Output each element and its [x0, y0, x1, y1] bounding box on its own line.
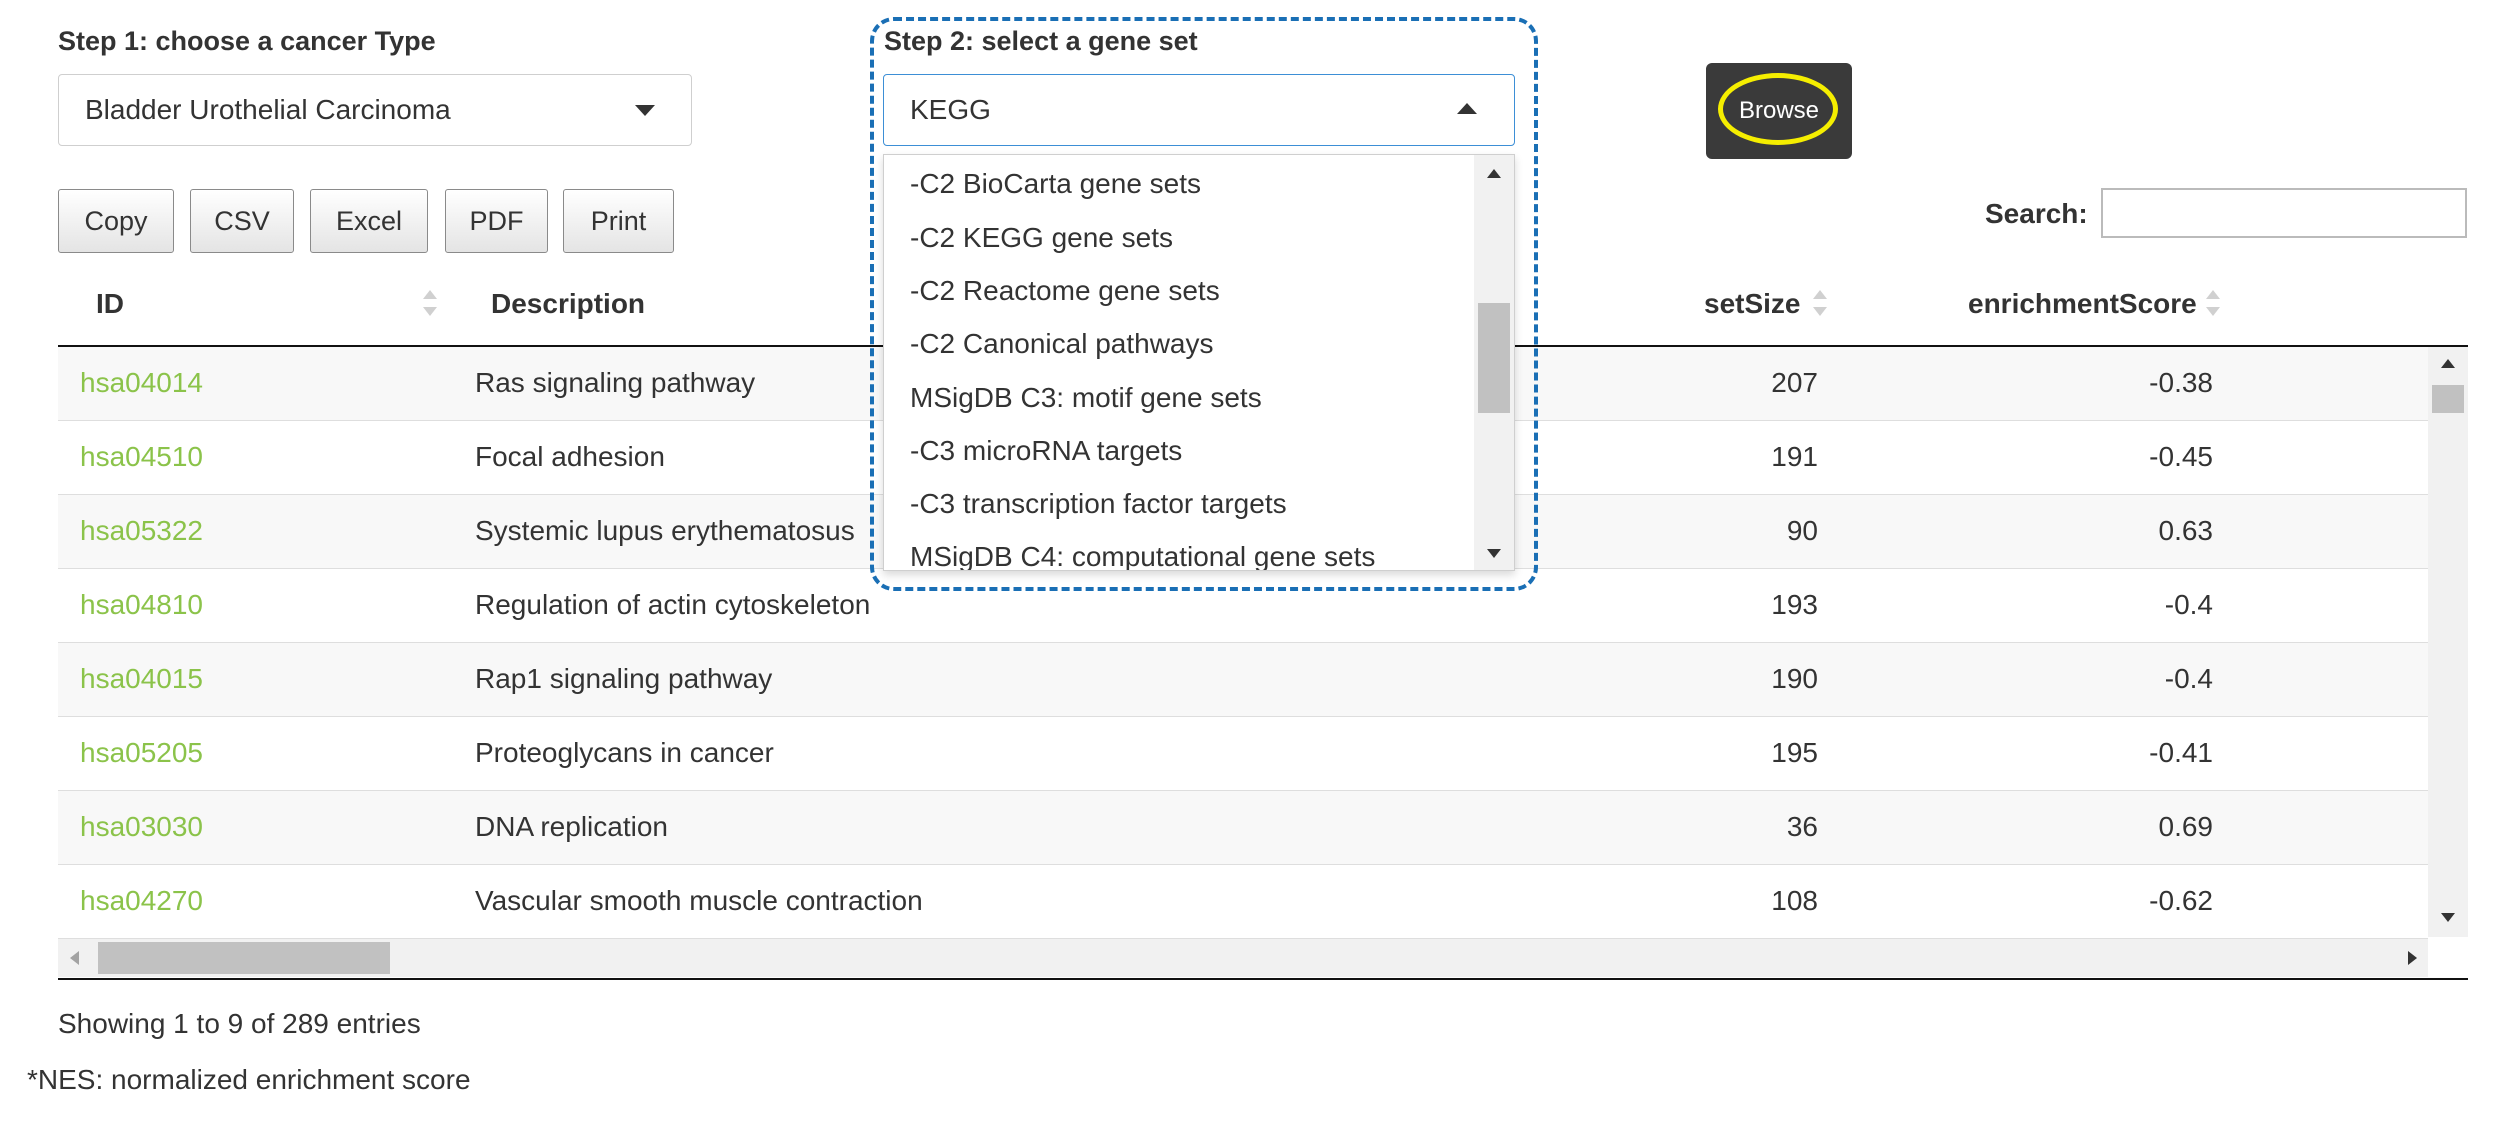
- gene-set-option[interactable]: -C2 Reactome gene sets: [910, 275, 1220, 306]
- column-header-id[interactable]: ID: [96, 288, 124, 319]
- step2-label: Step 2: select a gene set: [884, 26, 1198, 56]
- gene-set-option[interactable]: -C2 BioCarta gene sets: [910, 168, 1202, 199]
- scroll-down-arrow-icon[interactable]: [2441, 913, 2455, 922]
- cancer-type-value: Bladder Urothelial Carcinoma: [85, 94, 451, 125]
- footnote: *NES: normalized enrichment score: [27, 1064, 471, 1095]
- table-vertical-scrollbar[interactable]: [2428, 347, 2468, 937]
- row-id-link[interactable]: hsa04270: [80, 885, 204, 916]
- table-row[interactable]: hsa04015 Rap1 signaling pathway 190 -0.4: [58, 643, 2428, 717]
- row-description: Ras signaling pathway: [475, 367, 756, 398]
- csv-button[interactable]: CSV: [190, 189, 294, 253]
- dropdown-scroll-thumb[interactable]: [1478, 303, 1510, 413]
- search-input[interactable]: [2101, 188, 2467, 238]
- column-header-setsize[interactable]: setSize: [1704, 288, 1801, 319]
- sort-id-icon[interactable]: [423, 290, 437, 316]
- row-enrichmentscore: -0.45: [2149, 441, 2213, 472]
- search-label: Search:: [1985, 198, 2088, 229]
- row-setsize: 90: [1786, 515, 1818, 546]
- print-button[interactable]: Print: [563, 189, 674, 253]
- browse-label: Browse: [1738, 97, 1820, 124]
- gene-set-select[interactable]: KEGG: [883, 74, 1515, 146]
- row-setsize: 36: [1786, 811, 1818, 842]
- scroll-up-arrow-icon[interactable]: [2441, 359, 2455, 368]
- cancer-type-select[interactable]: Bladder Urothelial Carcinoma: [58, 74, 692, 146]
- scroll-left-arrow-icon[interactable]: [70, 951, 79, 965]
- row-setsize: 191: [1771, 441, 1818, 472]
- row-enrichmentscore: -0.4: [2164, 589, 2213, 620]
- dropdown-scroll-up-icon[interactable]: [1487, 169, 1501, 178]
- row-setsize: 207: [1771, 367, 1818, 398]
- table-info: Showing 1 to 9 of 289 entries: [58, 1008, 421, 1039]
- gene-set-option[interactable]: -C3 microRNA targets: [910, 435, 1183, 466]
- row-enrichmentscore: 0.63: [2158, 515, 2214, 546]
- row-setsize: 193: [1771, 589, 1818, 620]
- excel-button[interactable]: Excel: [310, 189, 428, 253]
- row-description: Focal adhesion: [475, 441, 665, 472]
- row-id-link[interactable]: hsa04014: [80, 367, 204, 398]
- gene-set-options-list[interactable]: -C2 BioCarta gene sets -C2 KEGG gene set…: [883, 154, 1515, 571]
- table-horizontal-scrollbar[interactable]: [58, 939, 2428, 977]
- gene-set-option[interactable]: MSigDB C4: computational gene sets: [910, 541, 1376, 571]
- dropdown-highlight-frame: [870, 17, 1538, 591]
- dropdown-scroll-down-icon[interactable]: [1487, 549, 1501, 558]
- gene-set-option[interactable]: -C2 KEGG gene sets: [910, 222, 1174, 253]
- table-row[interactable]: hsa04270 Vascular smooth muscle contract…: [58, 865, 2428, 939]
- row-enrichmentscore: -0.4: [2164, 663, 2213, 694]
- table-row[interactable]: hsa05205 Proteoglycans in cancer 195 -0.…: [58, 717, 2428, 791]
- row-description: Systemic lupus erythematosus: [475, 515, 855, 546]
- row-id-link[interactable]: hsa04015: [80, 663, 204, 694]
- row-id-link[interactable]: hsa05205: [80, 737, 204, 768]
- row-id-link[interactable]: hsa03030: [80, 811, 204, 842]
- gene-set-value: KEGG: [910, 94, 991, 125]
- table-bottom-divider: [58, 978, 2468, 980]
- browse-button[interactable]: Browse: [1706, 63, 1852, 159]
- sort-enrichmentscore-icon[interactable]: [2206, 290, 2220, 316]
- copy-button[interactable]: Copy: [58, 189, 174, 253]
- row-enrichmentscore: -0.62: [2149, 885, 2213, 916]
- pdf-button[interactable]: PDF: [445, 189, 548, 253]
- chevron-up-icon: [1457, 103, 1477, 114]
- row-setsize: 195: [1771, 737, 1818, 768]
- chevron-down-icon: [635, 105, 655, 116]
- row-id-link[interactable]: hsa04510: [80, 441, 204, 472]
- step1-label: Step 1: choose a cancer Type: [58, 26, 436, 56]
- row-setsize: 190: [1771, 663, 1818, 694]
- row-setsize: 108: [1771, 885, 1818, 916]
- horizontal-scroll-thumb[interactable]: [98, 942, 390, 974]
- row-id-link[interactable]: hsa04810: [80, 589, 204, 620]
- table-row[interactable]: hsa04810 Regulation of actin cytoskeleto…: [58, 569, 2428, 643]
- row-enrichmentscore: 0.69: [2158, 811, 2214, 842]
- column-header-description[interactable]: Description: [491, 288, 646, 319]
- row-description: Regulation of actin cytoskeleton: [475, 589, 871, 620]
- scroll-right-arrow-icon[interactable]: [2408, 951, 2417, 965]
- table-row[interactable]: hsa04510 Focal adhesion 191 -0.45: [58, 421, 2428, 495]
- dropdown-scrollbar[interactable]: [1474, 155, 1514, 570]
- highlight-ring: [1718, 73, 1838, 145]
- row-description: Rap1 signaling pathway: [475, 663, 773, 694]
- row-description: Vascular smooth muscle contraction: [475, 885, 923, 916]
- table-row[interactable]: hsa03030 DNA replication 36 0.69: [58, 791, 2428, 865]
- column-header-enrichmentscore[interactable]: enrichmentScore: [1968, 288, 2197, 319]
- row-enrichmentscore: -0.38: [2149, 367, 2213, 398]
- gene-set-option[interactable]: -C3 transcription factor targets: [910, 488, 1287, 519]
- sort-setsize-icon[interactable]: [1813, 290, 1827, 316]
- gene-set-option[interactable]: MSigDB C3: motif gene sets: [910, 382, 1262, 413]
- vertical-scroll-thumb[interactable]: [2432, 385, 2464, 413]
- row-enrichmentscore: -0.41: [2149, 737, 2213, 768]
- row-description: DNA replication: [475, 811, 668, 842]
- row-description: Proteoglycans in cancer: [475, 737, 774, 768]
- row-id-link[interactable]: hsa05322: [80, 515, 204, 546]
- gene-set-option[interactable]: -C2 Canonical pathways: [910, 328, 1214, 359]
